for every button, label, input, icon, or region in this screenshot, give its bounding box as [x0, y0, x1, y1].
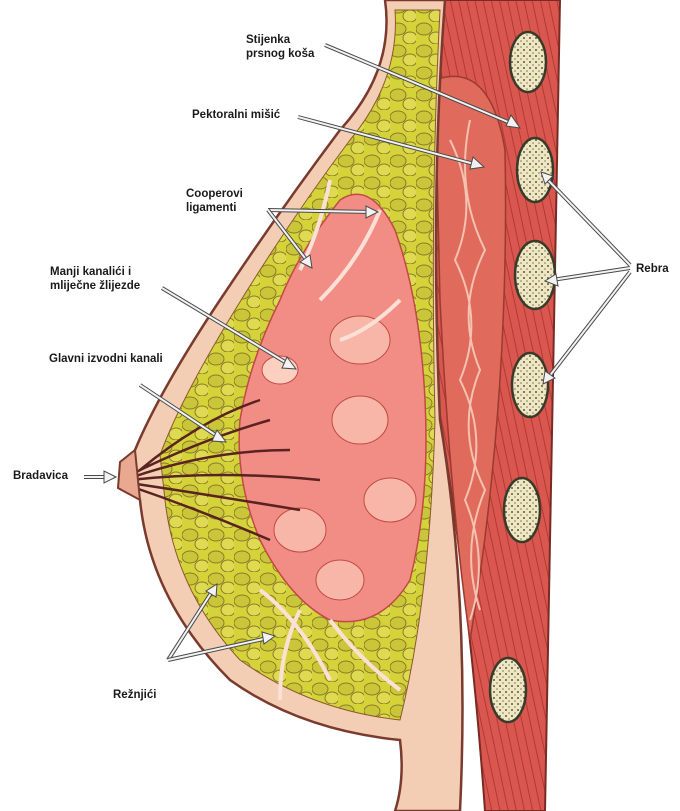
- label-cooper-ligaments-line1: Cooperovi: [186, 187, 243, 201]
- label-minor-ducts-line1: Manji kanalići i: [50, 265, 140, 279]
- rib: [490, 658, 526, 722]
- label-lobules: Režnjići: [113, 688, 156, 702]
- label-pectoral-muscle: Pektoralni mišić: [192, 108, 280, 122]
- label-nipple: Bradavica: [13, 469, 68, 483]
- label-minor-ducts-line2: mliječne žlijezde: [50, 279, 140, 293]
- label-chest-wall-line1: Stijenka: [246, 33, 314, 47]
- label-ribs: Rebra: [636, 262, 669, 276]
- gland-lobe: [364, 478, 416, 522]
- rib: [504, 478, 540, 542]
- label-minor-ducts: Manji kanalići i mliječne žlijezde: [50, 265, 140, 293]
- label-chest-wall: Stijenka prsnog koša: [246, 33, 314, 61]
- label-main-ducts: Glavni izvodni kanali: [49, 352, 163, 366]
- label-cooper-ligaments-line2: ligamenti: [186, 201, 243, 215]
- gland-lobe: [274, 508, 326, 552]
- rib: [510, 32, 546, 92]
- gland-lobe: [316, 560, 364, 600]
- label-cooper-ligaments: Cooperovi ligamenti: [186, 187, 243, 215]
- gland-lobe: [332, 396, 388, 444]
- rib: [512, 353, 548, 417]
- rib: [517, 138, 553, 202]
- label-chest-wall-line2: prsnog koša: [246, 47, 314, 61]
- rib: [515, 241, 555, 309]
- nipple: [118, 450, 140, 500]
- nipple-arrow: [84, 471, 116, 483]
- gland-lobe: [330, 316, 390, 364]
